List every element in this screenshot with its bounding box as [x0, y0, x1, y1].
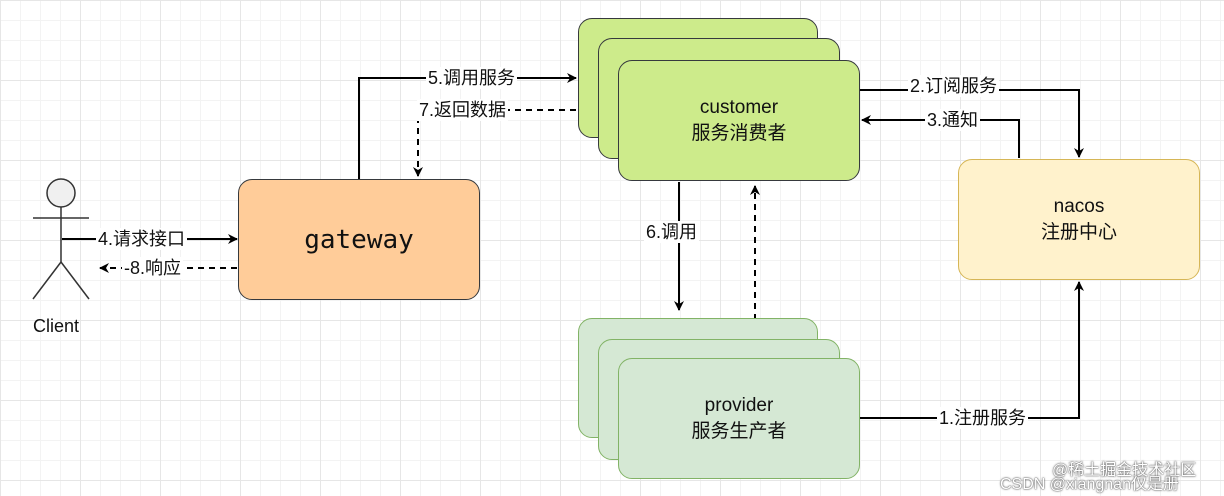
- gateway-label: gateway: [304, 224, 414, 255]
- edge-3-notify: [861, 115, 1020, 158]
- client-label: Client: [33, 316, 80, 336]
- edge-label-2: 2.订阅服务: [908, 75, 1000, 97]
- gateway-node[interactable]: gateway: [238, 179, 480, 300]
- edge-5-call-service: [358, 73, 577, 180]
- nacos-name: nacos: [1053, 195, 1105, 217]
- edge-label-7: 7.返回数据: [417, 99, 509, 121]
- edge-label-6: 6.调用: [644, 221, 700, 243]
- watermark-line1: @稀土掘金技术社区: [1052, 462, 1197, 479]
- edge-label-4: 4.请求接口: [96, 228, 188, 250]
- edge-label-1: 1.注册服务: [937, 407, 1029, 429]
- provider-name: provider: [704, 394, 774, 416]
- customer-desc: 服务消费者: [691, 122, 787, 144]
- watermark-line2: CSDN @xiangnan仅是册: [1000, 476, 1179, 493]
- edge-1-register: [860, 281, 1084, 419]
- provider-node[interactable]: provider 服务生产者: [618, 358, 860, 479]
- edge-label-3: 3.通知: [925, 109, 981, 131]
- provider-desc: 服务生产者: [691, 420, 787, 442]
- nacos-node[interactable]: nacos 注册中心: [958, 159, 1200, 280]
- client-actor-icon: [32, 178, 90, 300]
- edge-label-5: 5.调用服务: [426, 67, 518, 89]
- edge-label-8: -8.响应: [122, 257, 184, 279]
- customer-node[interactable]: customer 服务消费者: [618, 60, 860, 181]
- customer-name: customer: [699, 96, 779, 118]
- nacos-desc: 注册中心: [1040, 221, 1117, 243]
